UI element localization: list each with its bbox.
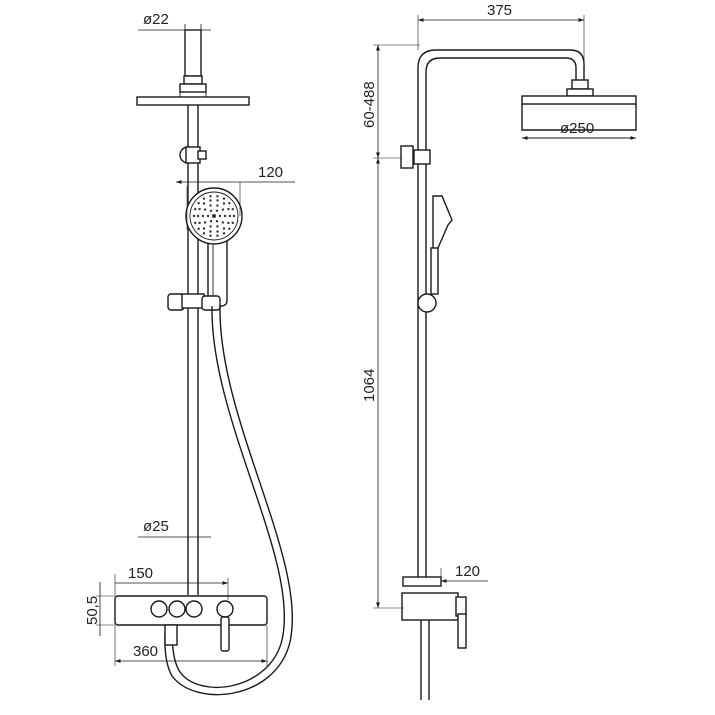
nozzle-dot <box>209 230 212 233</box>
nozzle-dot <box>202 202 206 205</box>
nozzle-dot <box>198 221 201 225</box>
front-slide-holder <box>167 293 221 311</box>
dim-wall-projection: 120 <box>440 563 488 583</box>
nozzle-dot <box>209 195 212 198</box>
nozzle-dot <box>216 234 219 237</box>
side-adjust-collar <box>400 145 431 169</box>
dim-pipe-top-diameter: ø22 <box>138 11 211 31</box>
nozzle-dot <box>209 234 212 237</box>
nozzle-dot <box>201 214 205 218</box>
nozzle-dot <box>209 220 213 223</box>
nozzle-dot <box>218 214 222 218</box>
dim-hand-shower-width: 120 <box>176 164 295 230</box>
dim-label-rail-height: 1064 <box>361 369 378 402</box>
nozzle-dot <box>202 227 206 230</box>
nozzle-dot <box>196 214 200 218</box>
nozzle-dot <box>194 221 197 225</box>
dim-label-mixer-height: 50,5 <box>84 596 101 625</box>
side-mixer <box>401 576 467 700</box>
dim-mixer-height: 50,5 <box>84 582 115 636</box>
front-adjust-clamp <box>179 146 207 164</box>
front-shower-head <box>136 92 250 106</box>
nozzle-dot <box>216 199 219 202</box>
dim-height-adjustment: 60-488 <box>361 44 420 159</box>
nozzle-dot <box>222 232 226 235</box>
dim-mixer-width: 360 <box>114 625 268 666</box>
dim-label-mixer-center-offset: 150 <box>128 565 153 582</box>
dim-label-arm-projection: 375 <box>487 2 512 19</box>
nozzle-dot <box>206 214 210 218</box>
front-hand-shower <box>185 187 243 307</box>
front-rail <box>187 105 199 595</box>
dim-head-diameter: ø250 <box>522 120 636 140</box>
nozzle-dot <box>212 214 216 218</box>
dim-label-wall-projection: 120 <box>455 563 480 580</box>
nozzle-dot <box>223 214 227 218</box>
nozzle-dot <box>209 199 212 202</box>
front-mixer <box>114 595 268 652</box>
side-hand-shower <box>417 195 453 313</box>
nozzle-dot <box>203 208 207 211</box>
nozzle-dot <box>197 201 200 205</box>
dim-label-mixer-width: 360 <box>133 643 158 660</box>
nozzle-dot <box>202 197 206 200</box>
nozzle-dot <box>222 227 226 230</box>
nozzle-dot <box>202 232 206 235</box>
nozzle-dot <box>231 221 234 225</box>
nozzle-dot <box>215 220 219 223</box>
side-view: 375 60-488 ø250 1064 120 <box>361 2 637 700</box>
dim-arm-projection: 375 <box>417 2 585 80</box>
nozzle-dot <box>228 201 231 205</box>
nozzle-dot <box>216 230 219 233</box>
nozzle-dot <box>227 221 230 225</box>
nozzle-dot <box>209 209 213 212</box>
nozzle-dot <box>203 221 207 224</box>
dim-mixer-center-offset: 150 <box>114 565 229 600</box>
dim-label-hand-shower-width: 120 <box>258 164 283 181</box>
nozzle-dot <box>216 204 219 207</box>
nozzle-dot <box>197 227 200 231</box>
dim-label-rail-diameter: ø25 <box>143 518 169 535</box>
nozzle-dot <box>222 202 226 205</box>
nozzle-dot <box>216 195 219 198</box>
nozzle-dot <box>227 207 230 211</box>
side-rail <box>417 164 427 577</box>
nozzle-dot <box>209 225 212 228</box>
front-hose <box>164 305 294 696</box>
dim-rail-height: 1064 <box>361 158 404 609</box>
nozzle-dot <box>231 207 234 211</box>
dim-label-height-adjustment: 60-488 <box>361 81 378 128</box>
dim-rail-diameter: ø25 <box>138 518 211 538</box>
nozzle-dots <box>192 195 236 237</box>
nozzle-dot <box>198 207 201 211</box>
front-top-pipe <box>179 29 207 93</box>
front-view: ø22 120 ø25 150 50,5 360 <box>84 11 295 696</box>
nozzle-dot <box>192 214 196 218</box>
nozzle-dot <box>221 208 225 211</box>
nozzle-dot <box>222 197 226 200</box>
nozzle-dot <box>216 225 219 228</box>
nozzle-dot <box>228 227 231 231</box>
side-riser-arm <box>417 49 594 160</box>
dim-label-pipe-top-diameter: ø22 <box>143 11 169 28</box>
nozzle-dot <box>194 207 197 211</box>
nozzle-dot <box>221 221 225 224</box>
nozzle-dot <box>215 209 219 212</box>
dim-label-head-diameter: ø250 <box>560 120 594 137</box>
nozzle-dot <box>209 204 212 207</box>
nozzle-dot <box>232 214 236 218</box>
nozzle-dot <box>228 214 232 218</box>
